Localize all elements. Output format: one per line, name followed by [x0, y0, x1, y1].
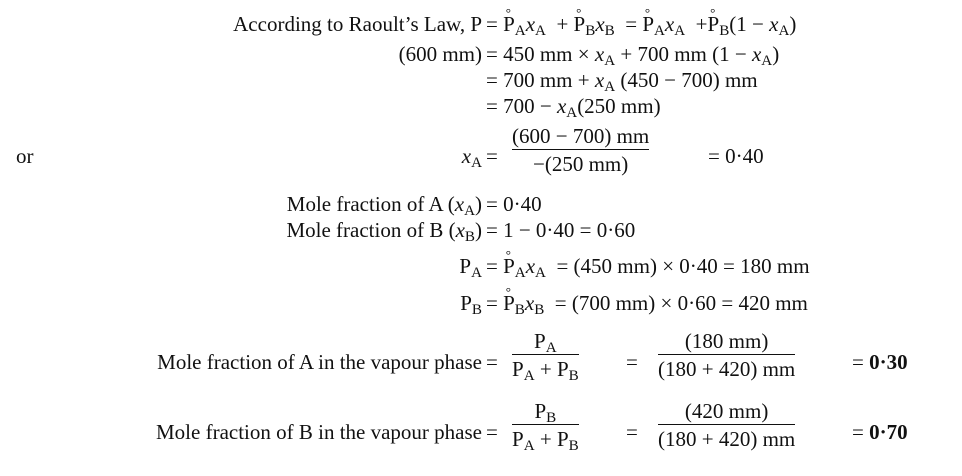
vapour-a-label: Mole fraction of A in the vapour phase — [157, 350, 482, 374]
xa-result: = 0·40 — [708, 144, 764, 168]
vapour-b-eq-sign-2: = — [626, 420, 638, 444]
or-word: or — [16, 144, 34, 168]
vapour-b-fraction-1: PB PA + PB — [512, 399, 579, 455]
pb-equation: = P°BxB = (700 mm) × 0·60 = 420 mm — [486, 283, 808, 319]
mole-fraction-a-value: = 0·40 — [486, 192, 542, 216]
vapour-a-result: = 0·30 — [852, 350, 908, 374]
pb-label: PB — [460, 291, 482, 319]
pa-label: PA — [459, 254, 482, 282]
vapour-a-fraction-1: PA PA + PB — [512, 329, 579, 385]
vapour-a-fraction-2: (180 mm)(180 + 420) mm — [658, 329, 796, 382]
vapour-a-eq-sign-2: = — [626, 350, 638, 374]
xa-eq-sign: = — [486, 144, 498, 168]
vapour-b-fraction-2: (420 mm)(180 + 420) mm — [658, 399, 796, 452]
expansion-line: = 700 mm + xA (450 − 700) mm — [486, 68, 758, 96]
raoult-law-label: According to Raoult’s Law, P — [233, 12, 482, 36]
mole-fraction-b-label: Mole fraction of B (xB) — [286, 218, 482, 246]
xa-label: xA — [461, 144, 482, 172]
vapour-b-eq-sign: = — [486, 420, 498, 444]
simplified-line: = 700 − xA(250 mm) — [486, 94, 661, 122]
vapour-b-label: Mole fraction of B in the vapour phase — [156, 420, 482, 444]
vapour-a-eq-sign: = — [486, 350, 498, 374]
vapour-b-result: = 0·70 — [852, 420, 908, 444]
xa-fraction: (600 − 700) mm−(250 mm) — [512, 124, 650, 177]
raoult-law-equation: = P°AxA + P°BxB = P°AxA +P°B(1 − xA) — [486, 4, 797, 40]
mole-fraction-a-label: Mole fraction of A (xA) — [286, 192, 482, 220]
mole-fraction-b-value: = 1 − 0·40 = 0·60 — [486, 218, 636, 242]
pa-equation: = P°AxA = (450 mm) × 0·40 = 180 mm — [486, 246, 810, 282]
substitution-line: = 450 mm × xA + 700 mm (1 − xA) — [486, 42, 780, 70]
total-pressure-label: (600 mm) — [398, 42, 482, 66]
